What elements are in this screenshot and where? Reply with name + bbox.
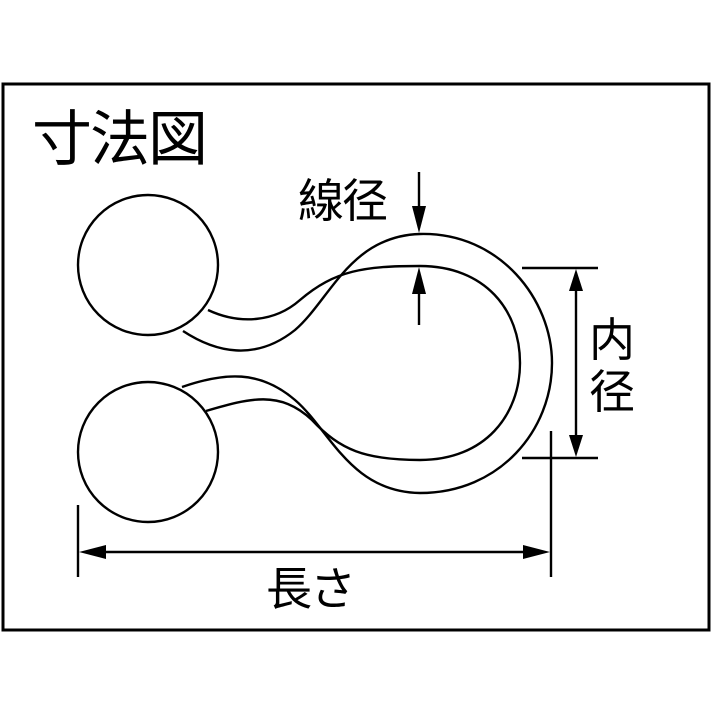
drawing-title: 寸法図 [32, 105, 208, 175]
length-label: 長さ [266, 562, 356, 616]
inner-diameter-dimension [522, 266, 598, 460]
frame-border [1, 82, 711, 632]
ball-end-bottom [76, 380, 220, 524]
wire-diameter-dimension [412, 172, 426, 325]
ball-end-top [76, 193, 220, 337]
wire-diameter-label: 線径 [298, 174, 388, 228]
wire-outer-contour [181, 232, 554, 495]
length-dimension [76, 431, 553, 577]
inner-diameter-label: 内径 [589, 313, 635, 419]
wire-inner-contour [205, 264, 522, 462]
